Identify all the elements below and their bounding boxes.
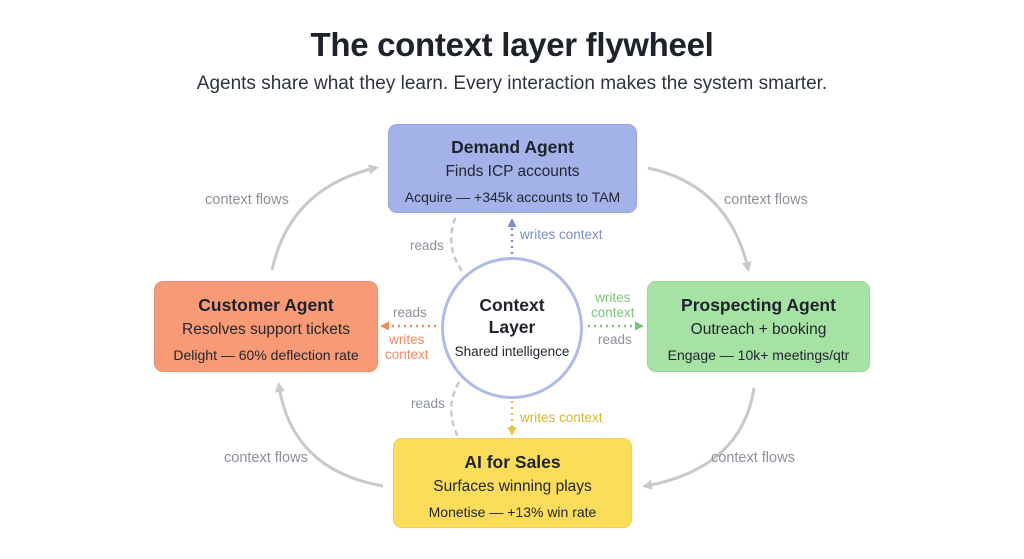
customer-agent-title: Customer Agent [198,295,334,315]
ai-for-sales-title: AI for Sales [464,452,561,472]
demand-agent-card: Demand Agent Finds ICP accounts Acquire … [388,124,637,213]
writes-label-prospecting: writes context [591,290,635,320]
prospecting-agent-subtitle: Outreach + booking [690,321,827,338]
reads-label-prospecting: reads [598,332,632,347]
customer-agent-metric: Delight — 60% deflection rate [173,347,359,363]
prospecting-agent-card: Prospecting Agent Outreach + booking Eng… [647,281,870,372]
reads-line-sales [450,381,461,438]
demand-agent-subtitle: Finds ICP accounts [445,163,580,180]
page-subtitle: Agents share what they learn. Every inte… [196,73,828,94]
reads-label-demand: reads [410,238,444,253]
demand-agent-metric: Acquire — +345k accounts to TAM [404,189,621,205]
writes-label-sales: writes context [520,410,603,425]
customer-agent-subtitle: Resolves support tickets [182,321,350,338]
flow-arrow-demand-to-prospecting [647,166,752,272]
page-title: The context layer flywheel [310,26,714,63]
context-layer-subtitle: Shared intelligence [454,344,570,359]
flow-label-bottom-right: context flows [711,450,795,466]
writes-label-customer-line2: context [385,347,429,362]
writes-label-customer-line1: writes [389,332,425,347]
writes-label-demand: writes context [520,227,603,242]
writes-label-prospecting-line1: writes [595,290,631,305]
demand-agent-title: Demand Agent [451,137,574,157]
reads-label-sales: reads [411,396,445,411]
reads-line-demand [449,215,464,272]
writes-label-prospecting-line2: context [591,305,635,320]
reads-label-customer: reads [393,305,427,320]
writes-label-customer: writes context [385,332,429,362]
prospecting-agent-title: Prospecting Agent [681,295,836,315]
flow-label-bottom-left: context flows [224,450,308,466]
prospecting-agent-metric: Engage — 10k+ meetings/qtr [667,347,850,363]
flow-label-top-left: context flows [205,192,289,208]
flow-arrow-customer-to-demand [270,164,379,271]
customer-agent-card: Customer Agent Resolves support tickets … [154,281,378,372]
flow-arrow-sales-to-customer [274,382,384,488]
flow-arrow-prospecting-to-sales [642,387,756,490]
flow-label-top-right: context flows [724,192,808,208]
ai-for-sales-metric: Monetise — +13% win rate [428,504,597,520]
ai-for-sales-subtitle: Surfaces winning plays [433,478,592,495]
ai-for-sales-card: AI for Sales Surfaces winning plays Mone… [393,438,632,528]
